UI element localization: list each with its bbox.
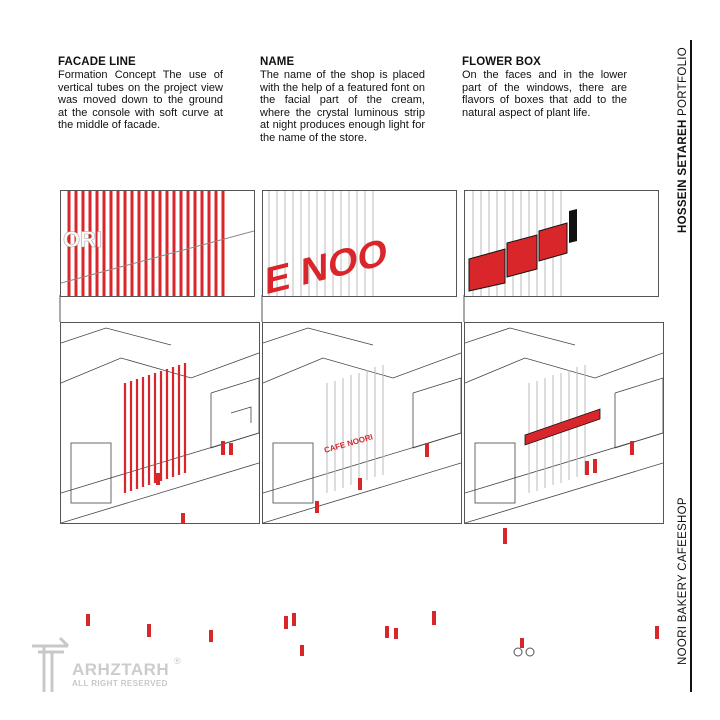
logo-mark-icon: [32, 636, 70, 692]
registered-mark: ®: [174, 656, 181, 666]
watermark-logo: ARHZTARH ALL RIGHT RESERVED ®: [28, 636, 198, 696]
name-text: The name of the shop is placed with the …: [260, 69, 425, 144]
facade-line-text: Formation Concept The use of vertical tu…: [58, 69, 223, 131]
name-title: NAME: [260, 56, 295, 68]
detail-name: E NOO: [262, 190, 457, 297]
view-facade-line: [60, 322, 260, 524]
detail-flower-box: [464, 190, 659, 297]
flower-box-column: FLOWER BOX On the faces and in the lower…: [462, 56, 627, 119]
view-name: CAFE NOORI: [262, 322, 462, 524]
flower-box-text: On the faces and in the lower part of th…: [462, 69, 627, 119]
facade-line-column: FACADE LINE Formation Concept The use of…: [58, 56, 223, 132]
sign-text: CAFE NOORI: [323, 432, 374, 454]
logo-rights: ALL RIGHT RESERVED: [72, 679, 168, 688]
sidebar-rule: [690, 40, 692, 692]
detail-facade-line: ORI: [60, 190, 255, 297]
logo-brand: ARHZTARH: [72, 660, 170, 679]
detail-letters: ORI: [63, 227, 102, 252]
flower-box-title: FLOWER BOX: [462, 56, 541, 68]
name-column: NAME The name of the shop is placed with…: [260, 56, 425, 144]
people-figures: [86, 528, 659, 657]
view-flower-box: [464, 322, 664, 524]
facade-line-title: FACADE LINE: [58, 56, 136, 68]
